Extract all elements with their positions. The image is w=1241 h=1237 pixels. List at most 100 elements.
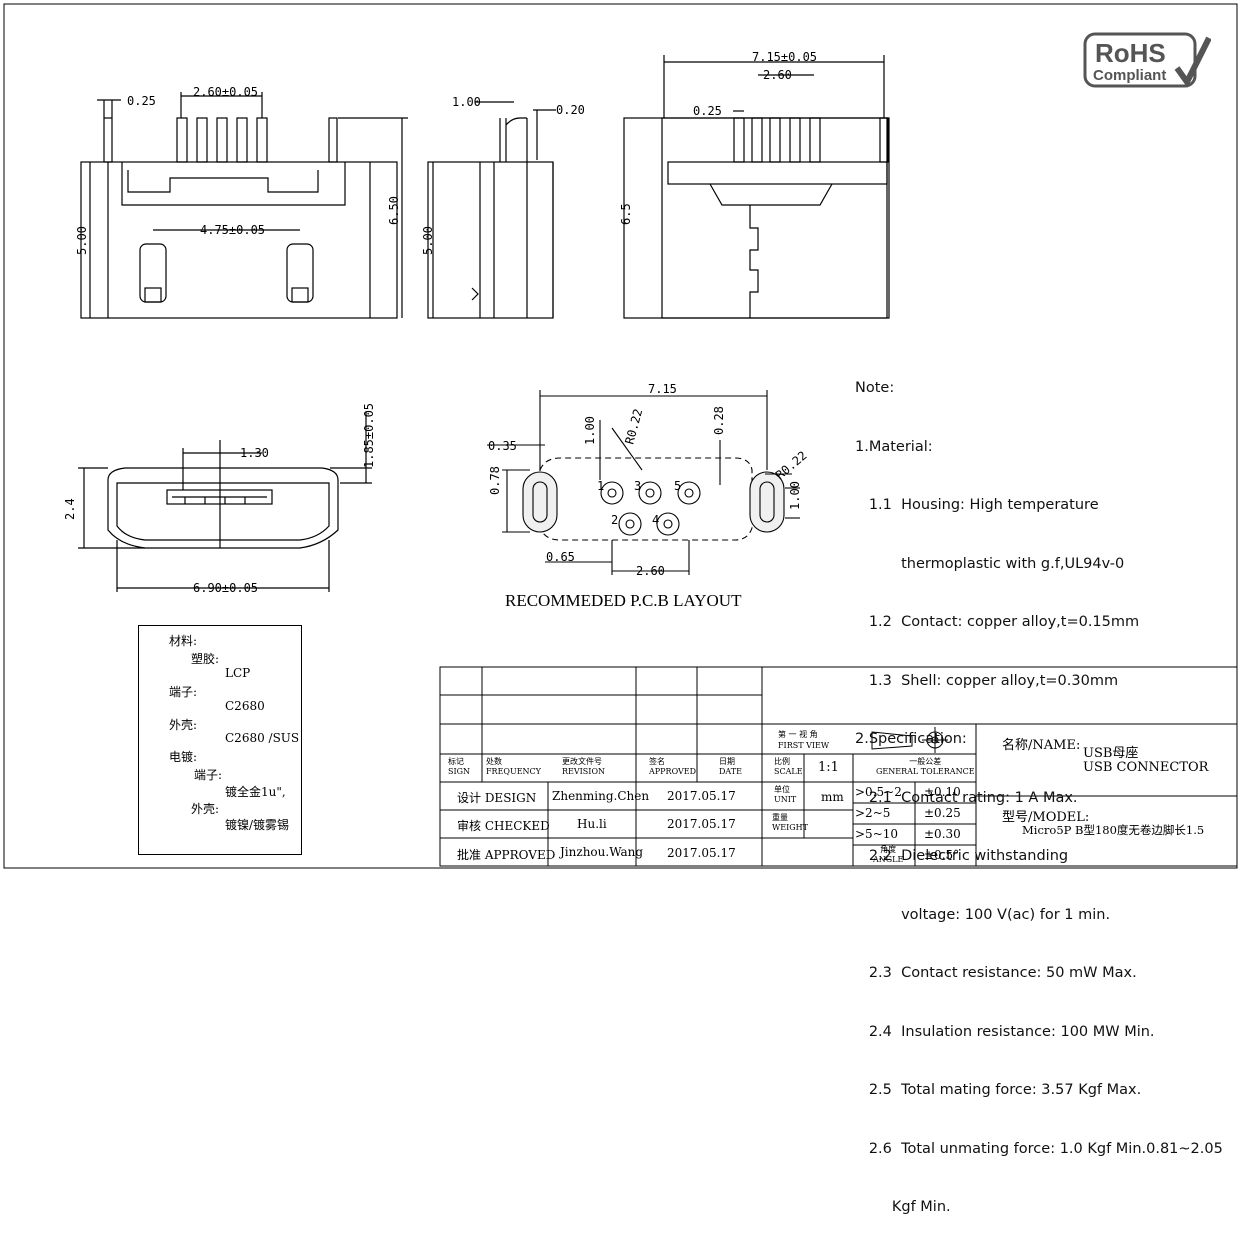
note-line: 2.5 Total mating force: 3.57 Kgf Max. (855, 1082, 1142, 1098)
angle-label: 角度 ANGLE (873, 845, 904, 864)
name-label: 名称/NAME: (1002, 738, 1081, 753)
tol-value-1: ±0.10 (924, 785, 961, 799)
approver-name: Jinzhou.Wang (560, 845, 644, 859)
mating-width-label: 6.90±0.05 (193, 581, 258, 595)
tol-range-2: >2~5 (855, 806, 891, 820)
checked-label: 审核 CHECKED (457, 819, 550, 833)
top-pitch-label: 2.60 (763, 68, 792, 82)
front-height-label: 5.00 (75, 226, 89, 255)
notes-block: Note: 1.Material: 1.1 Housing: High temp… (855, 340, 1223, 1237)
top-pin-width-label: 0.25 (693, 104, 722, 118)
pcb-dim-a-label: 1.00 (583, 416, 597, 445)
design-label: 设计 DESIGN (457, 791, 537, 805)
drawing-sheet: 0.25 2.60±0.05 4.75±0.05 5.00 6.50 1.00 … (3, 3, 1238, 869)
checker-name: Hu.li (577, 817, 607, 831)
pcb-radius2-label: R0.22 (773, 448, 810, 482)
shell-value: C2680 /SUS (225, 731, 300, 745)
frequency-header: 处数 FREQUENCY (486, 757, 541, 776)
tol-value-angle: ±0.5° (924, 848, 960, 862)
pcb-dim-f-label: 0.65 (546, 550, 575, 564)
pcb-width-label: 7.15 (648, 382, 677, 396)
housing-value: LCP (225, 666, 251, 680)
pcb-dim-e-label: 1.00 (788, 481, 802, 510)
plating-terminal-label: 端子: (194, 768, 223, 782)
approved-label: 批准 APPROVED (457, 848, 556, 862)
pad-number: 3 (634, 479, 641, 493)
front-peg-label: 4.75±0.05 (200, 223, 265, 237)
note-line: Note: (855, 380, 895, 396)
scale-label: 比例 SCALE (774, 757, 803, 776)
mating-view (78, 412, 372, 592)
mating-total-height-label: 2.4 (63, 498, 77, 520)
front-view (80, 92, 408, 319)
rohs-compliant-logo: RoHS Compliant (1083, 32, 1212, 90)
note-line: 2.1 Contact rating: 1 A Max. (855, 789, 1078, 806)
plating-terminal-value: 镀全金1u", (225, 785, 286, 799)
product-name-cn: USB母座 (1083, 746, 1139, 761)
note-line: 2.4 Insulation resistance: 100 MW Min. (855, 1023, 1155, 1040)
top-width-label: 7.15±0.05 (752, 50, 817, 64)
shell-label: 外壳: (169, 718, 198, 732)
unit-value: mm (821, 790, 844, 804)
pcb-dim-b-label: 0.28 (712, 406, 726, 435)
pad-number: 1 (597, 479, 604, 493)
note-line: 1.1 Housing: High temperature (855, 497, 1099, 513)
front-pin-width-label: 0.25 (127, 94, 156, 108)
top-height-label: 6.5 (619, 203, 633, 225)
first-view-label: 第 一 视 角 FIRST VIEW (778, 730, 830, 750)
note-line: 2.Specification: (855, 731, 967, 747)
pcb-pitch-label: 2.60 (636, 564, 665, 578)
date-header: 日期 DATE (719, 757, 742, 776)
revision-header: 更改文件号 REVISION (562, 757, 605, 776)
pcb-layout (487, 390, 800, 575)
side-dim-b: 0.20 (556, 103, 585, 117)
material-title: 材料: (169, 634, 198, 648)
note-line: thermoplastic with g.f,UL94v-0 (855, 555, 1125, 572)
model-value: Micro5P B型180度无卷边脚长1.5 (1022, 823, 1205, 837)
housing-label: 塑胶: (191, 652, 220, 666)
front-total-height-label: 6.50 (387, 196, 401, 225)
side-dim-a: 1.00 (452, 95, 481, 109)
front-pitch-label: 2.60±0.05 (193, 85, 258, 99)
pcb-dim-c-label: 0.35 (488, 439, 517, 453)
side-view (427, 101, 556, 319)
tol-value-3: ±0.30 (924, 827, 961, 841)
sign-header: 标记 SIGN (448, 757, 471, 776)
note-line: Kgf Min. (855, 1199, 951, 1215)
note-line: voltage: 100 V(ac) for 1 min. (855, 906, 1111, 923)
weight-label: 重量 WEIGHT (772, 813, 808, 832)
general-tolerance-label: 一般公差 GENERAL TOLERANCE (876, 757, 975, 776)
title-block-grid (439, 666, 1238, 867)
pad-number: 4 (652, 513, 659, 527)
plating-shell-value: 镀镍/镀雾锡 (225, 818, 290, 832)
pad-number: 5 (674, 479, 681, 493)
rohs-subtitle: Compliant (1093, 67, 1166, 84)
mating-height-label: 1.85±0.05 (362, 403, 376, 468)
plating-shell-label: 外壳: (191, 802, 220, 816)
designer-name: Zhenming.Chen (552, 789, 650, 803)
note-line: 1.Material: (855, 438, 933, 455)
plating-label: 电镀: (169, 750, 198, 764)
rohs-title: RoHS (1095, 38, 1166, 68)
tol-range-3: >5~10 (855, 827, 899, 841)
terminal-label: 端子: (169, 685, 198, 699)
scale-value: 1:1 (818, 760, 839, 775)
material-box: 材料: 塑胶: LCP 端子: C2680 外壳: C2680 /SUS 电镀:… (138, 625, 302, 855)
approved-header: 签名 APPROVED (649, 757, 697, 776)
note-line: 2.6 Total unmating force: 1.0 Kgf Min.0.… (855, 1140, 1223, 1157)
pad-number: 2 (611, 513, 618, 527)
side-height-label: 5.00 (421, 226, 435, 255)
approved-date: 2017.05.17 (667, 846, 736, 860)
model-label: 型号/MODEL: (1002, 810, 1090, 825)
pcb-radius-label: R0.22 (622, 407, 645, 446)
note-line: 2.2 Dielectric withstanding (855, 848, 1069, 864)
unit-label: 单位 UNIT (774, 785, 797, 804)
note-line: 1.2 Contact: copper alloy,t=0.15mm (855, 614, 1140, 630)
terminal-value: C2680 (225, 699, 265, 713)
product-name-en: USB CONNECTOR (1083, 760, 1209, 775)
note-line: 1.3 Shell: copper alloy,t=0.30mm (855, 672, 1119, 689)
pcb-dim-d-label: 0.78 (488, 466, 502, 495)
tol-value-2: ±0.25 (924, 806, 961, 820)
tol-range-1: >0.5~2 (855, 785, 902, 799)
checked-date: 2017.05.17 (667, 817, 736, 831)
